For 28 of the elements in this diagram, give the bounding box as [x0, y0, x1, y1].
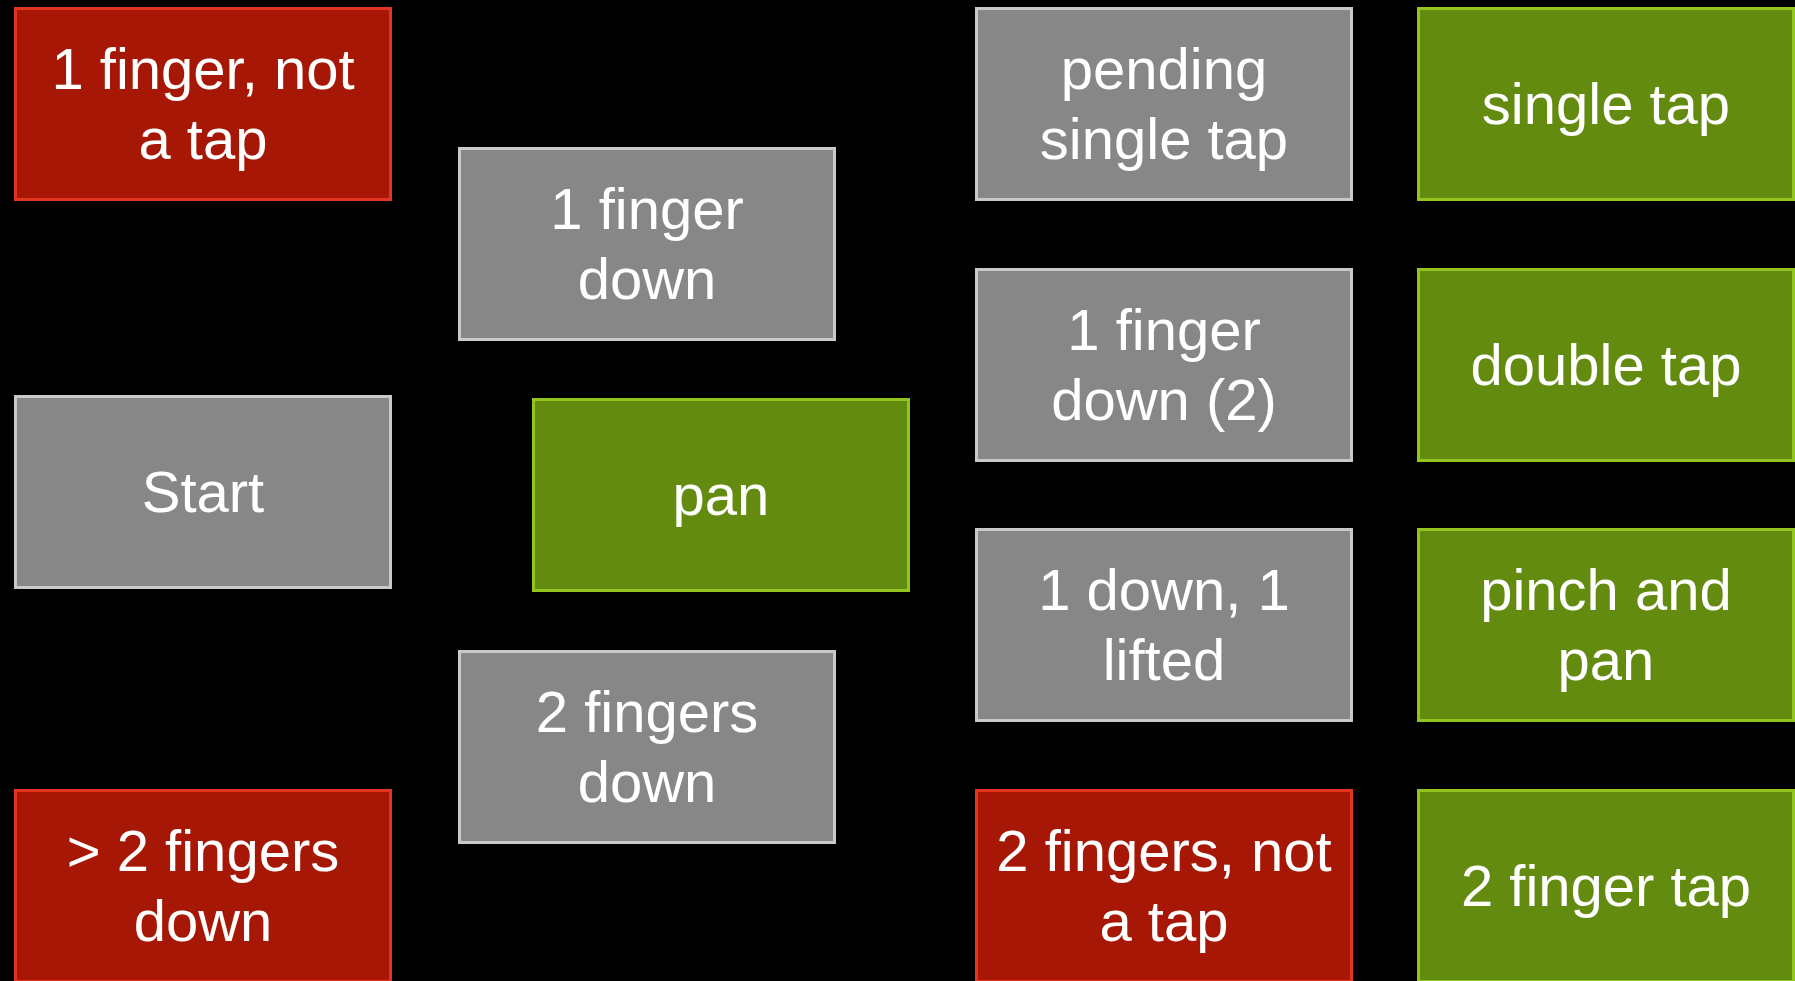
state-box [975, 268, 1353, 462]
gesture-box [532, 398, 910, 592]
state-label: pinch and pan [1479, 556, 1733, 694]
state-label: 1 finger down (2) [1050, 296, 1278, 434]
state-label: pending single tap [1038, 35, 1290, 173]
state-label: 2 finger tap [1459, 852, 1753, 921]
state-box [458, 650, 836, 844]
state-label: 1 finger, not a tap [50, 35, 356, 173]
gesture-box [1417, 789, 1795, 981]
state-label: pan [671, 461, 771, 530]
stop-state-box [14, 789, 392, 981]
state-box [14, 395, 392, 589]
gesture-box [1417, 528, 1795, 722]
state-label: 2 fingers, not a tap [995, 817, 1333, 955]
state-box [975, 7, 1353, 201]
gesture-box [1417, 7, 1795, 201]
state-label: 1 finger down [549, 175, 745, 313]
gesture-box [1417, 268, 1795, 462]
stop-state-box [14, 7, 392, 201]
state-label: Start [140, 458, 266, 527]
state-label: > 2 fingers down [65, 817, 341, 955]
state-label: 2 fingers down [534, 678, 760, 816]
state-label: single tap [1480, 70, 1732, 139]
state-label: double tap [1469, 331, 1743, 400]
state-box [458, 147, 836, 341]
stop-state-box [975, 789, 1353, 981]
state-box [975, 528, 1353, 722]
state-label: 1 down, 1 lifted [1037, 556, 1291, 694]
